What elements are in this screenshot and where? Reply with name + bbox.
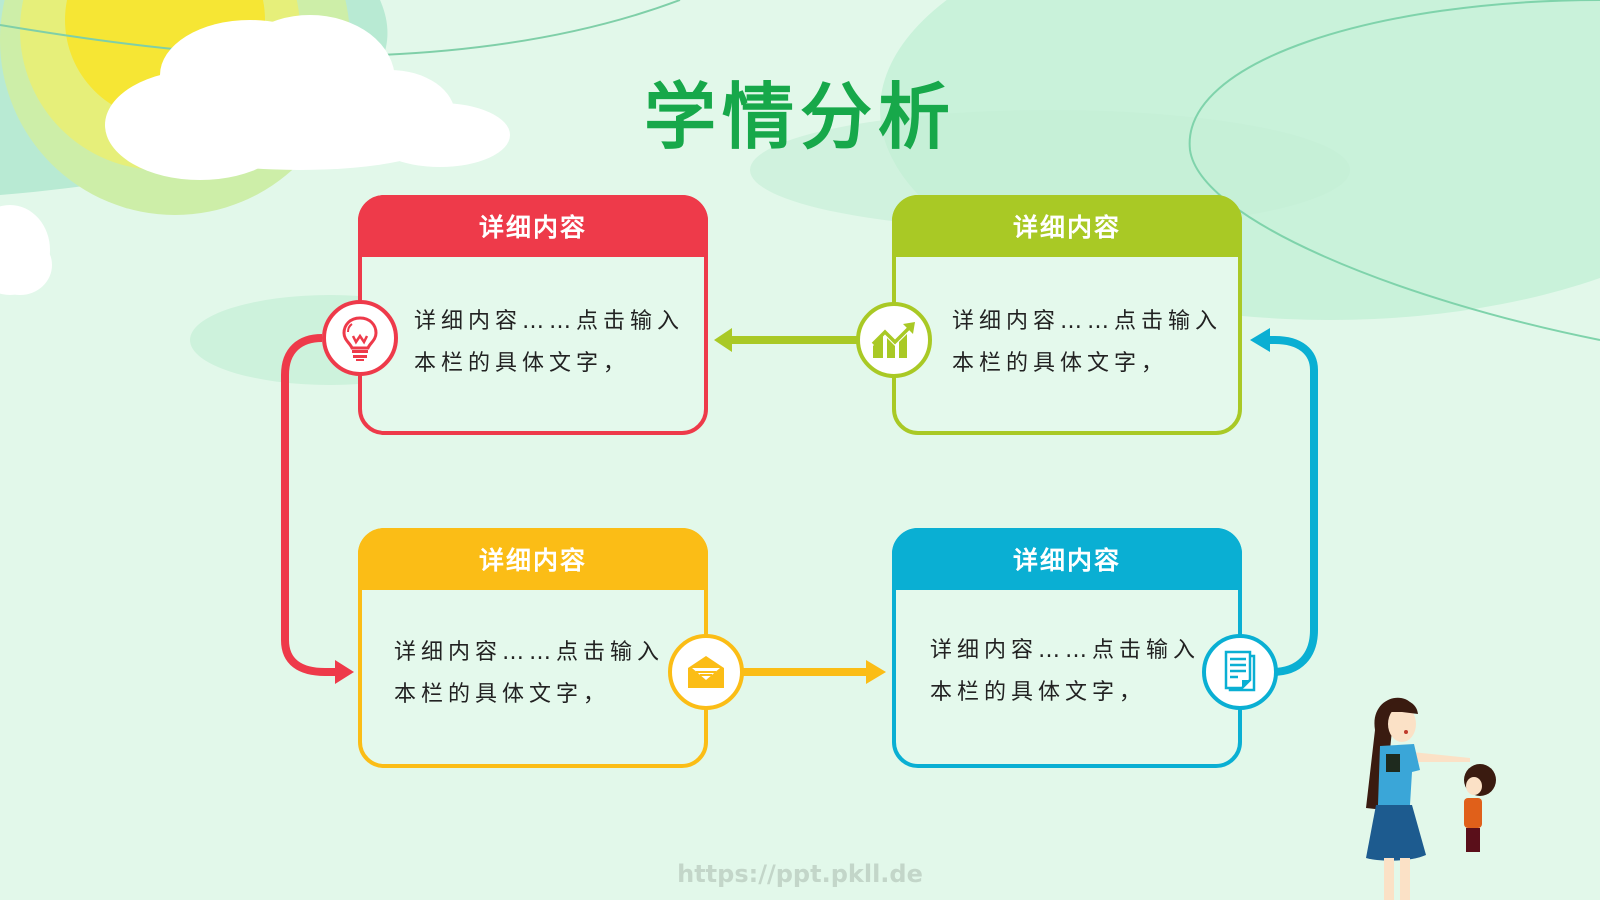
- growth-chart-icon-badge: [856, 302, 932, 378]
- card-header: 详细内容: [892, 195, 1242, 257]
- card-body[interactable]: 详细内容……点击输入 本栏的具体文字，: [930, 630, 1200, 714]
- green-arrowhead: [714, 328, 732, 352]
- lightbulb-icon-badge: [322, 300, 398, 376]
- document-icon-badge: [1202, 634, 1278, 710]
- page-title: 学情分析: [643, 75, 956, 159]
- card-text-line1: 详细内容……点击输入: [394, 640, 665, 665]
- card-text-line2: 本栏的具体文字，: [394, 682, 611, 707]
- red-arrowhead: [335, 660, 354, 684]
- card-yellow: 详细内容 详细内容……点击输入 本栏的具体文字，: [358, 528, 708, 768]
- red-connector: [281, 334, 335, 676]
- card-text-line2: 本栏的具体文字，: [930, 680, 1147, 705]
- card-header: 详细内容: [892, 528, 1242, 590]
- card-red: 详细内容 详细内容……点击输入 本栏的具体文字，: [358, 195, 708, 435]
- card-green: 详细内容 详细内容……点击输入 本栏的具体文字，: [892, 195, 1242, 435]
- lightbulb-icon: [342, 316, 378, 361]
- card-text-line1: 详细内容……点击输入: [414, 309, 685, 334]
- card-header: 详细内容: [358, 195, 708, 257]
- watermark-url: https://ppt.pkll.de: [677, 860, 923, 888]
- teacher-child-illustration: [1366, 697, 1496, 900]
- blue-arrowhead: [1250, 328, 1270, 352]
- blue-connector: [1268, 336, 1318, 676]
- card-text-line2: 本栏的具体文字，: [414, 351, 631, 376]
- card-header: 详细内容: [358, 528, 708, 590]
- yellow-arrowhead: [866, 660, 886, 684]
- envelope-icon-badge: [668, 634, 744, 710]
- card-body[interactable]: 详细内容……点击输入 本栏的具体文字，: [952, 301, 1222, 385]
- card-text-line1: 详细内容……点击输入: [952, 309, 1223, 334]
- envelope-icon: [688, 656, 724, 688]
- card-blue: 详细内容 详细内容……点击输入 本栏的具体文字，: [892, 528, 1242, 768]
- document-icon: [1224, 650, 1256, 692]
- card-text-line1: 详细内容……点击输入: [930, 638, 1201, 663]
- card-body[interactable]: 详细内容……点击输入 本栏的具体文字，: [414, 301, 684, 385]
- card-body[interactable]: 详细内容……点击输入 本栏的具体文字，: [394, 632, 664, 716]
- growth-chart-icon: [871, 322, 915, 358]
- card-text-line2: 本栏的具体文字，: [952, 351, 1169, 376]
